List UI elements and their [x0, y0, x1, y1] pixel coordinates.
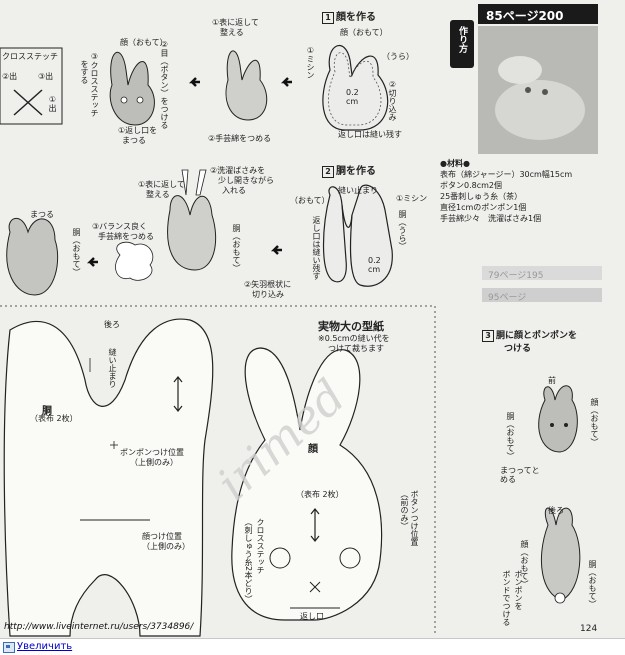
label: 顔（おもて） [340, 28, 388, 37]
label: 整える [146, 190, 170, 199]
how-to-label: 作り方 [457, 26, 467, 53]
label: ①出 [48, 95, 57, 112]
material-line: ボタン0.8cm2個 [440, 181, 503, 190]
label: 顔つけ位置 [142, 532, 182, 541]
label: クロスステッチ [2, 52, 58, 61]
label: ①返し口を [118, 126, 158, 135]
label: （上側のみ） [142, 542, 190, 551]
label: 顔 [308, 444, 318, 455]
source-url: http://www.liveinternet.ru/users/3734896… [4, 622, 194, 632]
footer-bar: Увеличить [0, 638, 625, 655]
label: ①ミシン [396, 194, 428, 203]
label: 顔（おもて） [520, 540, 529, 588]
label: ②洗濯ばさみを [210, 166, 266, 175]
label: ③バランス良く [92, 222, 148, 231]
label: 胴 [42, 406, 52, 417]
material-line: 表布（綿ジャージー）30cm幅15cm [440, 170, 573, 179]
pattern-title: 実物大の型紙 [318, 320, 384, 333]
material-line: 手芸綿少々 洗濯ばさみ1個 [440, 214, 542, 223]
label: をする [80, 60, 89, 84]
pattern-note: つけて裁ちます [328, 344, 384, 353]
label: ②目（ボタン）をつける [160, 40, 169, 129]
label: （うら） [382, 52, 414, 61]
label: ボタンつけ位置 [410, 490, 419, 546]
label: 前 [548, 376, 556, 385]
label: ①表に返して [212, 18, 259, 27]
label: クロスステッチ [256, 518, 265, 574]
ghost-header: 95ページ [488, 293, 527, 303]
label: 返し口 [300, 612, 324, 621]
label: 少し開きながら [218, 176, 274, 185]
label: 後ろ [548, 506, 564, 515]
zoom-link[interactable]: Увеличить [17, 641, 73, 652]
label: ①ミシン [306, 46, 315, 79]
label: 返し口は縫い残す [338, 130, 402, 139]
label: 胴（おもて） [588, 560, 597, 608]
label: （表布 2枚） [296, 490, 344, 499]
label: （上側のみ） [130, 458, 178, 467]
material-line: 直径1cmのポンポン1個 [440, 203, 527, 212]
page-illustrations: irimed [0, 4, 602, 637]
label: 手芸綿をつめる [98, 232, 154, 241]
label: 整える [220, 28, 244, 37]
label: （前のみ） [400, 490, 409, 530]
label: 胴（おもて） [506, 412, 515, 460]
step3-title-2: つける [504, 344, 532, 354]
label: 後ろ [104, 320, 120, 329]
page-header-title: 85ページ200 [486, 9, 564, 23]
label: 縫い止まり [338, 186, 378, 195]
label: まつる [122, 136, 146, 145]
material-line: 25番刺しゅう糸（茶） [440, 192, 523, 201]
label: （表布 2枚） [30, 414, 78, 423]
label: ②出 [2, 72, 18, 81]
label: 胴（おもて） [232, 224, 241, 272]
label: ②切り込み [388, 80, 397, 121]
label: まつる [30, 210, 54, 219]
label: 入れる [222, 186, 246, 195]
label: ボンドでつける [502, 570, 511, 626]
label: 顔（おもて） [120, 38, 168, 47]
page-number: 124 [580, 624, 598, 634]
label: ①表に返して [138, 180, 185, 189]
label: まつってとめる [500, 466, 540, 484]
label: ポンポンつけ位置 [120, 448, 184, 457]
label: ポンポンを [514, 570, 523, 610]
label: 縫い止まり [108, 348, 117, 388]
label: ③クロスステッチ [90, 52, 99, 117]
zoom-icon[interactable] [3, 642, 15, 653]
label: （刺しゅう糸2本どり） [244, 518, 253, 604]
label: ③出 [38, 72, 54, 81]
label: 胴（うら） [398, 210, 407, 250]
ghost-header: 79ページ195 [488, 271, 544, 281]
pattern-note: ※0.5cmの縫い代を [318, 334, 390, 343]
label: （おもて） [290, 196, 330, 205]
label: 返し口は縫い残す [312, 216, 321, 280]
materials-title: ●材料● [440, 159, 470, 168]
label: 切り込み [252, 290, 284, 299]
label: 顔（おもて） [590, 398, 599, 446]
materials: ●材料● 表布（綿ジャージー）30cm幅15cm ボタン0.8cm2個 25番刺… [440, 158, 572, 224]
label: ②矢羽根状に [244, 280, 292, 289]
label: ②手芸綿をつめる [208, 134, 272, 143]
label: 胴（おもて） [72, 228, 81, 276]
